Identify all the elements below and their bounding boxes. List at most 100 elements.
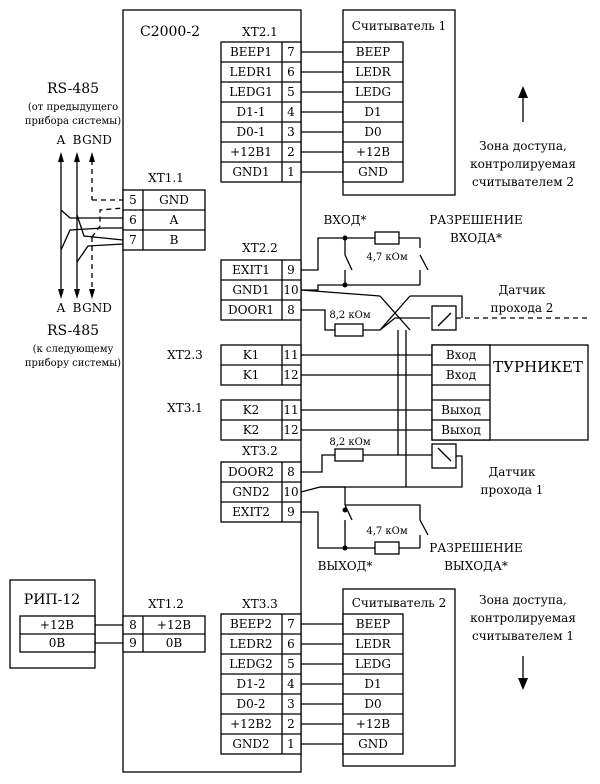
xt33-rows: BEEP2 7 LEDR2 6 LEDG2 5 D1-2 4 D0-2 3 +1… [229, 617, 295, 751]
reader1-signal: +12B [356, 145, 390, 159]
xt33-signal: LEDG2 [229, 657, 273, 671]
xt32-pin: 8 [287, 465, 295, 479]
xt11-label: ХТ1.1 [148, 171, 184, 185]
reader1-terminal [342, 41, 404, 183]
xt22-signal: EXIT1 [232, 263, 270, 277]
entry-switch-icon [344, 254, 353, 271]
xt22-terminal [220, 259, 302, 321]
turnstile-title: ТУРНИКЕТ [493, 358, 583, 376]
entry-perm-line1: РАЗРЕШЕНИЕ [429, 213, 523, 227]
rs485-top-note1: (от предыдущего [28, 102, 118, 113]
xt21-terminal [220, 41, 302, 183]
turnstile-wires [301, 354, 432, 431]
xt12-terminal [122, 615, 206, 653]
xt33-pin: 1 [287, 737, 295, 751]
rs485-top-b: B [73, 133, 82, 147]
xt32-rows: DOOR2 8 GND2 10 EXIT2 9 [228, 465, 299, 519]
reader2-signal: LEDR [355, 637, 391, 651]
xt33-signal: GND2 [232, 737, 269, 751]
xt21-signal: D0-1 [237, 125, 266, 139]
xt23-signal: K1 [243, 348, 260, 362]
rip-plus12: +12В [40, 618, 74, 632]
rs485-bottom-title: RS-485 [47, 323, 99, 339]
rs485-bottom-note1: (к следующему [33, 344, 114, 355]
rs485-bottom-a: A [56, 301, 66, 315]
exit-perm-line1: РАЗРЕШЕНИЕ [429, 541, 523, 555]
reader2-wires [301, 623, 343, 745]
reader1-rows: BEEP LEDR LEDG D1 D0 +12B GND [355, 45, 392, 179]
reader2-signal: +12B [356, 717, 390, 731]
reader2-signal: LEDG [355, 657, 391, 671]
xt31-terminal [220, 399, 302, 441]
xt33-terminal [220, 613, 302, 755]
xt33-pin: 7 [287, 617, 295, 631]
r82-bottom-label: 8,2 кОм [329, 437, 371, 448]
xt12-signal: 0В [166, 636, 183, 650]
sensor2-icon [431, 305, 457, 331]
zone1-arrow-icon [518, 656, 528, 690]
reader1-wires [301, 51, 343, 173]
r82-top-label: 8,2 кОм [329, 310, 371, 321]
xt12-signal: +12В [157, 618, 191, 632]
rs485-bottom-gnd: GND [82, 301, 112, 315]
zone1-line3: считывателем 1 [472, 629, 574, 643]
exit-switch-icon [344, 504, 353, 521]
turnstile-rows: Вход Вход Выход Выход [441, 348, 481, 437]
xt31-rows: K2 11 K2 12 [243, 403, 299, 437]
xt21-signal: D1-1 [237, 105, 266, 119]
turnstile-input: Выход [441, 403, 481, 417]
xt11-pin: 6 [129, 213, 137, 227]
exit-label: ВЫХОД* [318, 559, 373, 573]
xt23-pin: 11 [283, 348, 298, 362]
resistor-icon [374, 231, 400, 245]
xt22-pin: 8 [287, 303, 295, 317]
xt23-pin: 12 [283, 368, 298, 382]
sensor2-line2: прохода 2 [491, 301, 554, 315]
reader2-signal: BEEP [356, 617, 390, 631]
xt23-signal: K1 [243, 368, 260, 382]
sensor1-icon [431, 443, 457, 469]
xt21-signal: LEDR1 [229, 65, 272, 79]
xt21-signal: +12B1 [230, 145, 272, 159]
rip-title: РИП-12 [24, 592, 80, 608]
xt21-pin: 1 [287, 165, 295, 179]
xt22-signal: DOOR1 [228, 303, 274, 317]
zone1-line1: Зона доступа, [479, 593, 567, 607]
door2-circuit [300, 443, 463, 493]
power-wires [95, 624, 123, 644]
xt21-signal: LEDG1 [229, 85, 273, 99]
reader1-signal: D0 [364, 125, 381, 139]
turnstile-terminal [431, 344, 491, 441]
xt12-pin: 9 [129, 636, 137, 650]
xt11-pin: 7 [129, 233, 137, 247]
xt21-pin: 5 [287, 85, 295, 99]
xt33-signal: +12B2 [230, 717, 272, 731]
xt32-pin: 9 [287, 505, 295, 519]
xt33-pin: 5 [287, 657, 295, 671]
turnstile-input: Вход [446, 348, 476, 362]
xt12-pin: 8 [129, 618, 137, 632]
rs485-bottom-note2: прибору системы) [25, 358, 121, 369]
xt21-pin: 7 [287, 45, 295, 59]
entry-circuit [301, 231, 429, 291]
entry-label: ВХОД* [324, 213, 367, 227]
xt33-pin: 6 [287, 637, 295, 651]
xt22-pin: 10 [283, 283, 298, 297]
xt21-pin: 2 [287, 145, 295, 159]
zone2-arrow-icon [518, 86, 528, 122]
sensor1-line1: Датчик [489, 465, 536, 479]
turnstile-input: Выход [441, 423, 481, 437]
rs485-top-a: A [56, 133, 66, 147]
xt11-pin: 5 [129, 193, 137, 207]
rs485-top-title: RS-485 [47, 81, 99, 97]
reader1-signal: BEEP [356, 45, 390, 59]
reader1-signal: D1 [364, 105, 381, 119]
rip-0v: 0В [49, 636, 66, 650]
xt23-rows: K1 11 K1 12 [243, 348, 299, 382]
xt31-label: ХТ3.1 [167, 401, 203, 415]
entry-permit-switch-icon [419, 254, 429, 271]
reader1-signal: LEDG [355, 85, 391, 99]
reader1-title: Считыватель 1 [352, 19, 447, 33]
xt32-signal: EXIT2 [232, 505, 270, 519]
rip-terminal [19, 615, 96, 653]
